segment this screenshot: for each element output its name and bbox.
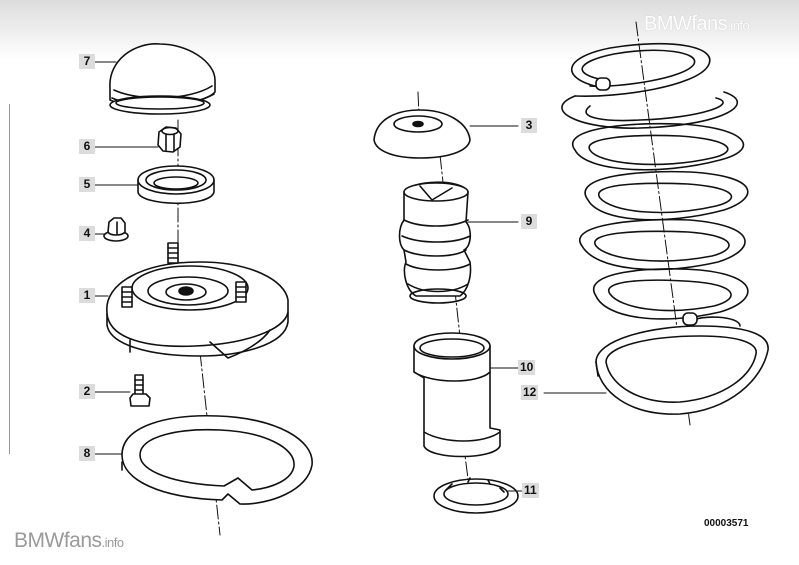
protective-tube xyxy=(413,332,501,458)
callout-4: 4 xyxy=(79,226,95,241)
callout-10: 10 xyxy=(518,360,536,375)
watermark-suffix: .info xyxy=(101,535,125,550)
watermark-suffix: .info xyxy=(727,18,750,33)
watermark-brand: BMWfans xyxy=(644,13,728,35)
bump-stop xyxy=(398,181,472,304)
retaining-ring xyxy=(433,477,519,514)
callout-2: 2 xyxy=(79,384,95,399)
left-border-line xyxy=(9,104,10,454)
callout-7: 7 xyxy=(79,54,95,69)
mount-studs xyxy=(121,242,247,308)
callout-3: 3 xyxy=(521,118,537,133)
callout-12: 12 xyxy=(521,385,539,400)
callout-11: 11 xyxy=(522,483,539,498)
lower-spring-pad xyxy=(121,414,313,505)
watermark-brand: BMWfans xyxy=(14,529,102,552)
bearing-cup xyxy=(137,165,215,205)
callout-6: 6 xyxy=(79,139,95,154)
dust-cap xyxy=(109,43,216,115)
document-number: 00003571 xyxy=(704,518,749,529)
upper-spring-seat xyxy=(373,109,471,159)
flange-nut xyxy=(103,217,129,242)
bolt xyxy=(129,374,151,407)
coil-spring xyxy=(561,42,749,327)
leader-lines xyxy=(94,61,607,492)
watermark-bottom: BMWfans.info xyxy=(14,529,124,553)
strut-mount xyxy=(106,242,289,359)
watermark-top: BMWfans.info xyxy=(644,13,750,36)
hex-nut xyxy=(157,126,182,153)
callout-5: 5 xyxy=(79,177,95,192)
spring-pad xyxy=(595,325,769,415)
callout-9: 9 xyxy=(521,214,537,229)
callout-8: 8 xyxy=(79,446,95,461)
callout-1: 1 xyxy=(79,288,95,303)
